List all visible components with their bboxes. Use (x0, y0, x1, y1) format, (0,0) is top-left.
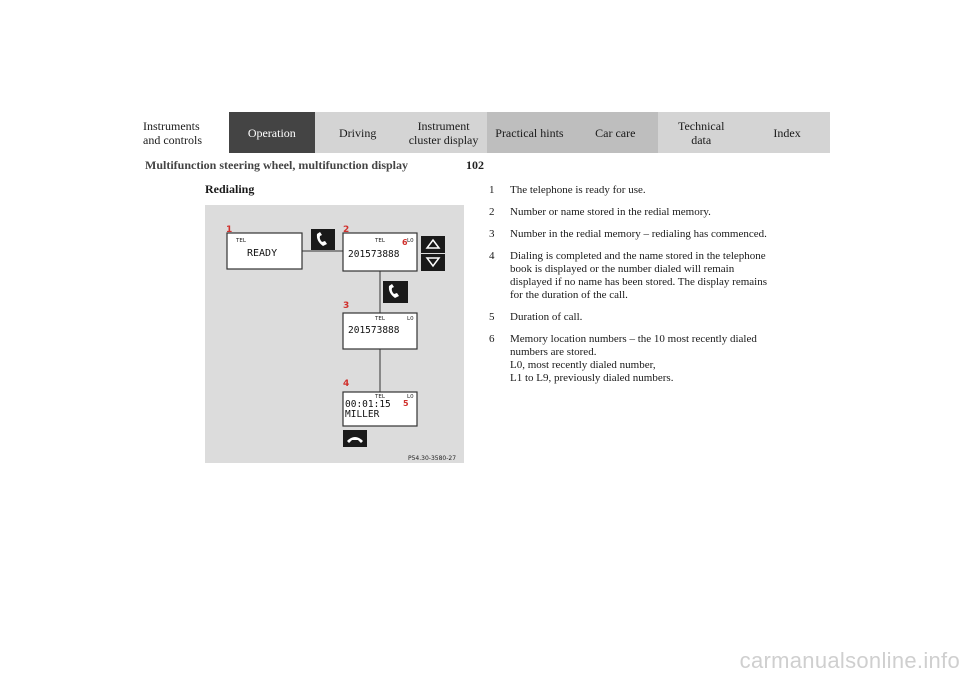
tel-label: TEL (374, 394, 386, 400)
subheading: Redialing (205, 182, 255, 196)
list-item-continuation: L1 to L9, previously dialed numbers. (510, 372, 674, 384)
display-call-active (342, 391, 418, 427)
display-number-text: 201573888 (348, 249, 400, 260)
list-item-continuation: L0, most recently dialed number, (510, 359, 656, 371)
call-duration-text: 00:01:15 (345, 399, 391, 410)
watermark: carmanualsonline.info (739, 648, 960, 673)
display-redialing (342, 312, 418, 350)
tab-driving[interactable]: Driving (314, 112, 401, 153)
callout-1: 1 (226, 225, 232, 235)
display-number-text: 201573888 (348, 325, 400, 336)
memory-location-label: L0 (407, 238, 414, 244)
page-number: 102 (466, 158, 484, 172)
send-call-icon (383, 281, 408, 303)
redial-illustration: TEL READY TEL L0 201573888 TEL L0 201573… (205, 205, 464, 463)
redial-diagram: TEL READY TEL L0 201573888 TEL L0 201573… (226, 225, 456, 462)
tab-instrument-cluster-display[interactable]: Instrument cluster display (400, 112, 487, 153)
tel-label: TEL (374, 238, 386, 244)
page-header: Multifunction steering wheel, multifunct… (0, 158, 960, 174)
tab-practical-hints[interactable]: Practical hints (486, 112, 573, 153)
tab-technical-data[interactable]: Technical data (658, 112, 745, 153)
display-ready-text: READY (247, 248, 277, 259)
callout-4: 4 (343, 379, 349, 389)
memory-location-label: L0 (407, 316, 414, 322)
tab-index[interactable]: Index (744, 112, 830, 153)
tab-operation[interactable]: Operation (228, 112, 315, 153)
send-call-icon (311, 229, 335, 250)
display-redial-memory (342, 232, 418, 272)
display-ready (226, 232, 303, 270)
tel-label: TEL (374, 316, 386, 322)
section-title: Multifunction steering wheel, multifunct… (145, 158, 409, 172)
scroll-up-icon (421, 236, 445, 253)
scroll-down-icon (421, 254, 445, 271)
tab-car-care[interactable]: Car care (572, 112, 659, 153)
figure-code: P54.30-3580-27 (408, 455, 456, 462)
tab-instruments-and-controls[interactable]: Instruments and controls (130, 112, 229, 153)
callout-5: 5 (403, 399, 409, 408)
memory-location-label: L0 (407, 394, 414, 400)
tel-label: TEL (235, 238, 247, 244)
chapter-tabs: Instruments and controls Operation Drivi… (130, 112, 830, 153)
callout-3: 3 (343, 301, 349, 311)
end-call-icon (343, 430, 367, 447)
callout-6: 6 (402, 238, 408, 247)
callout-2: 2 (343, 225, 349, 235)
caller-name-text: MILLER (345, 409, 380, 420)
